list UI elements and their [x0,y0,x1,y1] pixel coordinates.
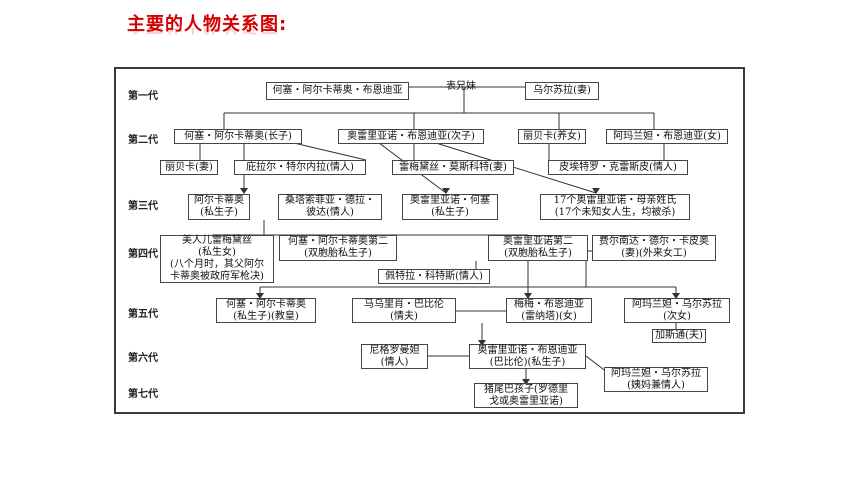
node-rebeca-wife: 丽贝卡(妻) [160,160,218,175]
family-tree-panel: 第一代 第二代 第三代 第四代 第五代 第六代 第七代 表兄妹 何塞・阿尔卡蒂奥… [114,67,745,414]
node-jose-arcadio-pope: 何塞・阿尔卡蒂奥(私生子)(教皇) [216,298,316,323]
node-meme-buendia: 梅梅・布恩迪亚(雷纳塔)(女) [506,298,592,323]
node-aureliano-jose: 奥雷里亚诺・何塞(私生子) [402,194,498,220]
node-amaranta-buendia: 阿玛兰妲・布恩迪亚(女) [606,129,728,144]
node-nigromanta: 尼格罗曼妲(情人) [361,344,428,369]
node-jose-arcadio-eldest: 何塞・阿尔卡蒂奥(长子) [174,129,302,144]
node-pig-tailed-child: 猪尾巴孩子(罗德里戈或奥雷里亚诺) [474,383,578,408]
node-gaston: 加斯通(夫) [652,329,706,343]
node-jose-arcadio-segundo: 何塞・阿尔卡蒂奥第二(双胞胎私生子) [279,235,397,261]
title-reflection: 主要的人物关系图: [127,28,287,39]
node-seventeen-aurelianos: 17个奥雷里亚诺・母亲姓氏(17个未知女人生，均被杀) [540,194,690,220]
generation-label-6: 第六代 [128,353,158,364]
generation-label-5: 第五代 [128,309,158,320]
node-amaranta-ursula: 阿玛兰妲・乌尔苏拉(次女) [624,298,730,323]
node-aureliano-segundo: 奥雷里亚诺第二(双胞胎私生子) [488,235,588,261]
node-mauricio-babilonia: 马乌里肖・巴比伦(情夫) [352,298,456,323]
cousins-label: 表兄妹 [446,81,476,92]
node-arcadio: 阿尔卡蒂奥(私生子) [188,194,250,220]
node-aureliano-babilonia: 奥雷里亚诺・布恩迪亚(巴比伦)(私生子) [469,344,586,369]
node-santa-sofia: 桑塔索菲亚・德拉・彼达(情人) [278,194,382,220]
node-pietro-crespi: 皮埃特罗・克雷斯皮(情人) [548,160,688,175]
node-petra-cotes: 佩特拉・科特斯(情人) [378,269,490,284]
page-title: 主要的人物关系图: [127,14,288,35]
node-jose-arcadio-buendia: 何塞・阿尔卡蒂奥・布恩迪亚 [266,82,409,100]
node-fernanda-del-carpio: 费尔南达・德尔・卡皮奥(妻)(外来女工) [592,235,716,261]
generation-label-2: 第二代 [128,135,158,146]
node-remedios-the-beauty: 美人儿雷梅黛丝(私生女)(八个月时，其父阿尔卡蒂奥被政府军枪决) [160,235,274,283]
node-amaranta-ursula-lover: 阿玛兰妲・乌尔苏拉(姨妈兼情人) [604,367,708,392]
node-remedios-moscote: 雷梅黛丝・莫斯科特(妻) [392,160,514,175]
generation-label-4: 第四代 [128,249,158,260]
node-rebeca-adopted: 丽贝卡(养女) [518,129,586,144]
generation-label-7: 第七代 [128,389,158,400]
generation-label-1: 第一代 [128,91,158,102]
generation-label-3: 第三代 [128,201,158,212]
node-aureliano-buendia: 奥雷里亚诺・布恩迪亚(次子) [338,129,484,144]
node-pilar-ternera: 庇拉尔・特尔内拉(情人) [234,160,366,175]
node-ursula: 乌尔苏拉(妻) [525,82,599,100]
